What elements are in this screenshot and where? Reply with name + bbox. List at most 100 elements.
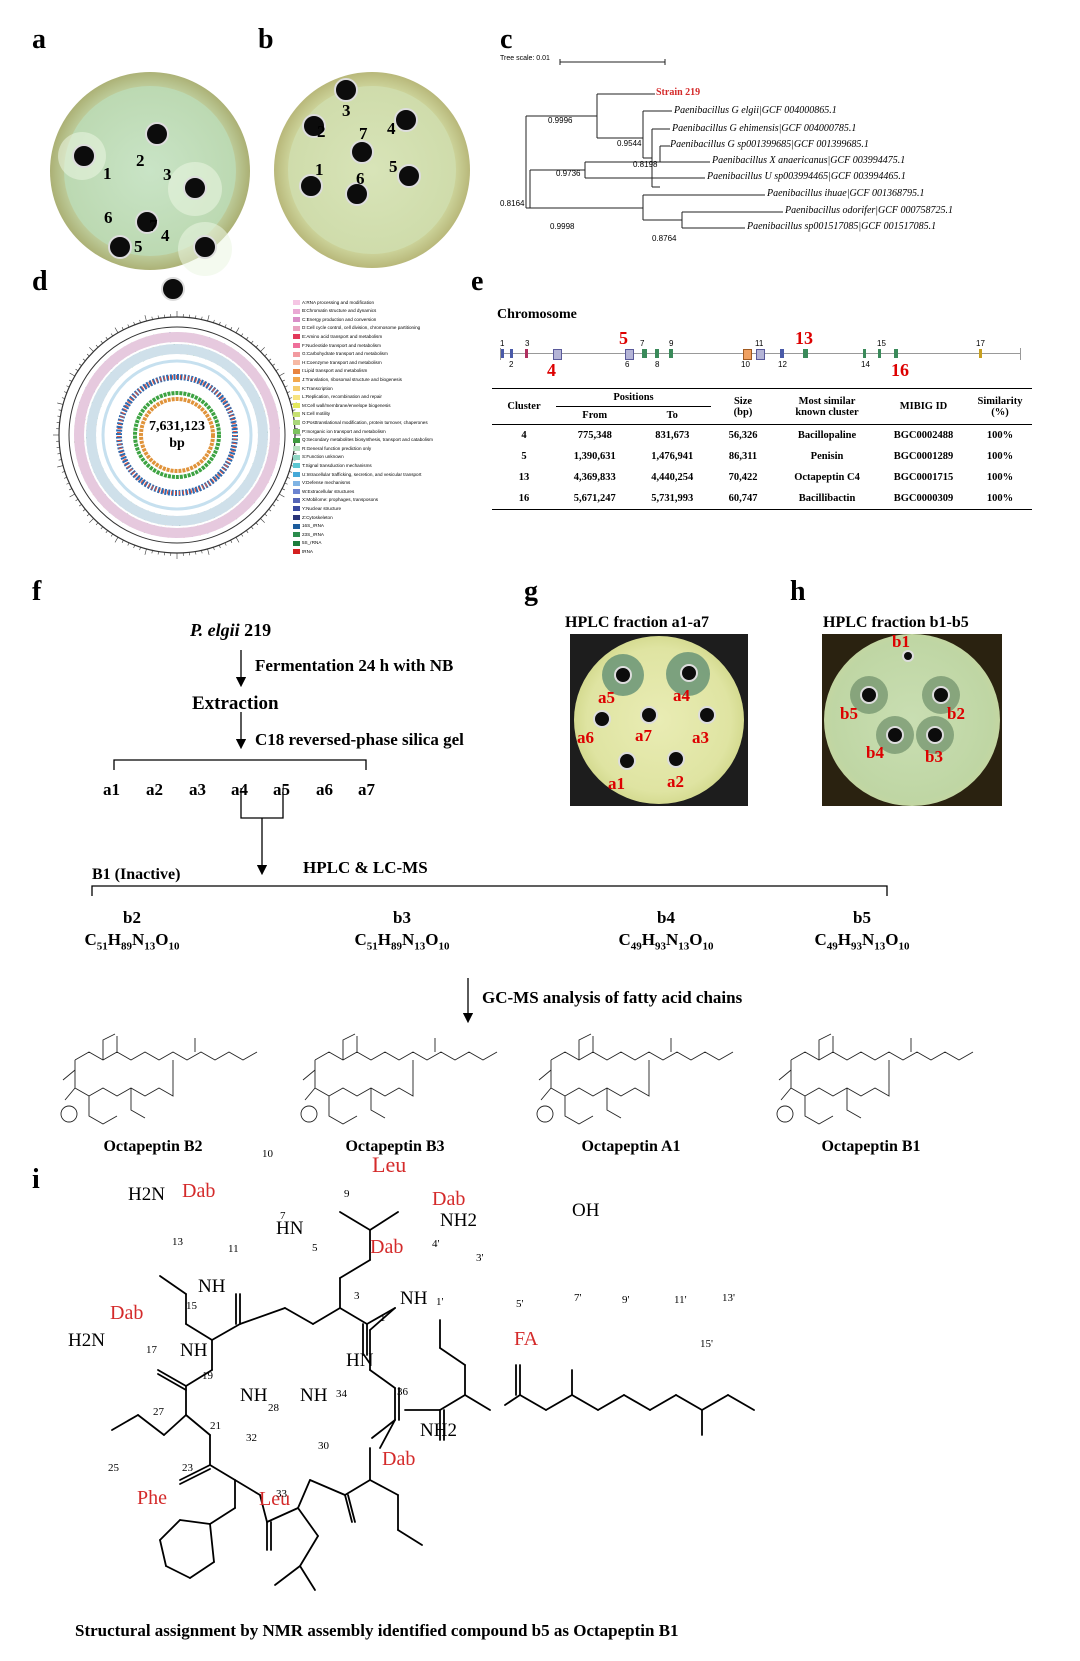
legend-swatch: [293, 497, 300, 503]
legend-label: tRNA: [302, 548, 313, 554]
tree-taxon-8: Paenibacillus sp001517085|GCF 001517085.…: [747, 221, 937, 232]
bgc-cell-size: 86,311: [728, 451, 758, 462]
residue-label: Dab: [432, 1188, 466, 1210]
tree-taxon-2: Paenibacillus G ehimensis|GCF 004000785.…: [672, 123, 857, 134]
tree-taxon-strain219: Strain 219: [656, 87, 701, 98]
group-label: NH: [400, 1288, 428, 1309]
tree-taxon-3: Paenibacillus G sp001399685|GCF 00139968…: [670, 139, 869, 150]
residue-label: Dab: [370, 1236, 404, 1258]
legend-swatch: [293, 411, 300, 417]
plate-a: 1 2 3 4 5 6 7: [50, 72, 250, 301]
bgc-cell-similar: Penisin: [810, 451, 844, 462]
structure-caption: Structural assignment by NMR assembly id…: [75, 1621, 679, 1640]
compound-formula: C51H89N13O10: [84, 930, 180, 953]
atom-number: 1: [380, 1312, 386, 1324]
chromosome-track: 1 3 7 9 11 15 17 2 6 8 10 12 14 4 5 13 1…: [495, 328, 1045, 388]
compound-id: b2: [123, 908, 141, 927]
step-fermentation: Fermentation 24 h with NB: [255, 656, 454, 675]
octapeptin-structure: [111, 1211, 755, 1591]
atom-number: 23: [182, 1462, 193, 1474]
residue-label: Dab: [110, 1302, 144, 1324]
bgc-cell-sim: 100%: [986, 451, 1014, 462]
panel-label-g: g: [524, 576, 538, 607]
legend-swatch: [293, 360, 300, 366]
cluster-top-9: 9: [669, 339, 674, 348]
bootstrap-1: 0.9996: [548, 116, 573, 125]
atom-number: 15: [186, 1300, 197, 1312]
legend-label: G:Carbohydrate transport and metabolism: [302, 351, 388, 357]
panel-label-d: d: [32, 266, 48, 297]
plate-g-label-a7: a7: [635, 726, 652, 745]
atom-number: 9': [622, 1294, 630, 1306]
legend-label: M:Cell wall/membrane/envelope biogenesis: [302, 402, 391, 408]
fraction-a7: a7: [358, 780, 375, 799]
plate-a-label-3: 3: [163, 165, 172, 184]
atom-number: 36: [397, 1386, 408, 1398]
bootstrap-5: 0.8164: [500, 199, 525, 208]
bgc-cell-mibig: BGC0000309: [893, 493, 954, 504]
cluster-bottom-14: 14: [861, 360, 870, 369]
legend-swatch: [293, 368, 300, 374]
group-label: NH: [300, 1385, 328, 1406]
legend-label: Z:Cytoskeleton: [302, 514, 333, 520]
legend-label: 5S_rRNA: [302, 540, 322, 546]
bgc-cell-similar: Bacillibactin: [798, 493, 856, 504]
chromosome-title: Chromosome: [497, 307, 577, 322]
legend-label: H:Coenzyme transport and metabolism: [302, 359, 382, 365]
small-structure: [60, 1033, 258, 1125]
legend-swatch: [293, 480, 300, 486]
atom-number: 11: [228, 1243, 239, 1255]
atom-number: 34: [336, 1388, 347, 1400]
bgc-cell-mibig: BGC0002488: [893, 430, 954, 441]
legend-label: V:Defense mechanisms: [302, 480, 351, 486]
atom-number: 33: [276, 1488, 287, 1500]
panel-label-a: a: [32, 24, 46, 55]
plate-a-label-1: 1: [103, 164, 112, 183]
th-from: From: [556, 406, 634, 425]
cluster-bottom-2: 2: [509, 360, 514, 369]
phylogenetic-tree: Tree scale: 0.01 Strain 219 Paenibacillu…: [500, 50, 1060, 260]
plate-h: b1 b2 b5 b4 b3: [822, 632, 1002, 806]
th-cluster: Cluster: [507, 401, 541, 412]
organism-name: P. elgii 219: [190, 620, 272, 640]
atom-number: 32: [246, 1432, 257, 1444]
cluster-bottom-6: 6: [625, 360, 630, 369]
legend-swatch: [293, 317, 300, 323]
plate-g-label-a6: a6: [577, 728, 594, 747]
legend-swatch: [293, 506, 300, 512]
plate-h-label-b4: b4: [866, 743, 884, 762]
group-label: NH2: [440, 1210, 477, 1231]
plate-h-label-b2: b2: [947, 704, 965, 723]
bootstrap-7: 0.8764: [652, 234, 677, 243]
cluster-bottom-10: 10: [741, 360, 750, 369]
atom-number: 1': [436, 1296, 444, 1308]
th-size: Size(bp): [733, 395, 753, 418]
genome-size: 7,631,123: [149, 419, 205, 434]
plate-a-label-6: 6: [104, 208, 113, 227]
atom-number: 13': [722, 1292, 735, 1304]
legend-label: J:Translation, ribosomal structure and b…: [302, 376, 402, 382]
fraction-a6: a6: [316, 780, 333, 799]
cluster-bottom-8: 8: [655, 360, 660, 369]
legend-label: U:Intracellular trafficking, secretion, …: [302, 471, 422, 477]
group-label: NH: [240, 1385, 268, 1406]
atom-number: 21: [210, 1420, 221, 1432]
small-structure: [536, 1033, 734, 1125]
bootstrap-3: 0.8198: [633, 160, 658, 169]
plate-b-label-2: 2: [317, 122, 326, 141]
residue-label: Leu: [259, 1488, 291, 1510]
legend-swatch: [293, 446, 300, 452]
tree-taxon-1: Paenibacillus G elgii|GCF 004000865.1: [674, 105, 837, 116]
legend-label: T:Signal transduction mechanisms: [302, 462, 372, 468]
tree-lines: [525, 59, 783, 229]
legend-label: B:Chromatin structure and dynamics: [302, 308, 377, 314]
genome-map: 7,631,123 bp: [42, 300, 312, 570]
bgc-cell-from: 4,369,833: [573, 472, 616, 483]
atom-number: 3': [476, 1252, 484, 1264]
fraction-a2: a2: [146, 780, 163, 799]
plate-b-label-5: 5: [389, 157, 398, 176]
